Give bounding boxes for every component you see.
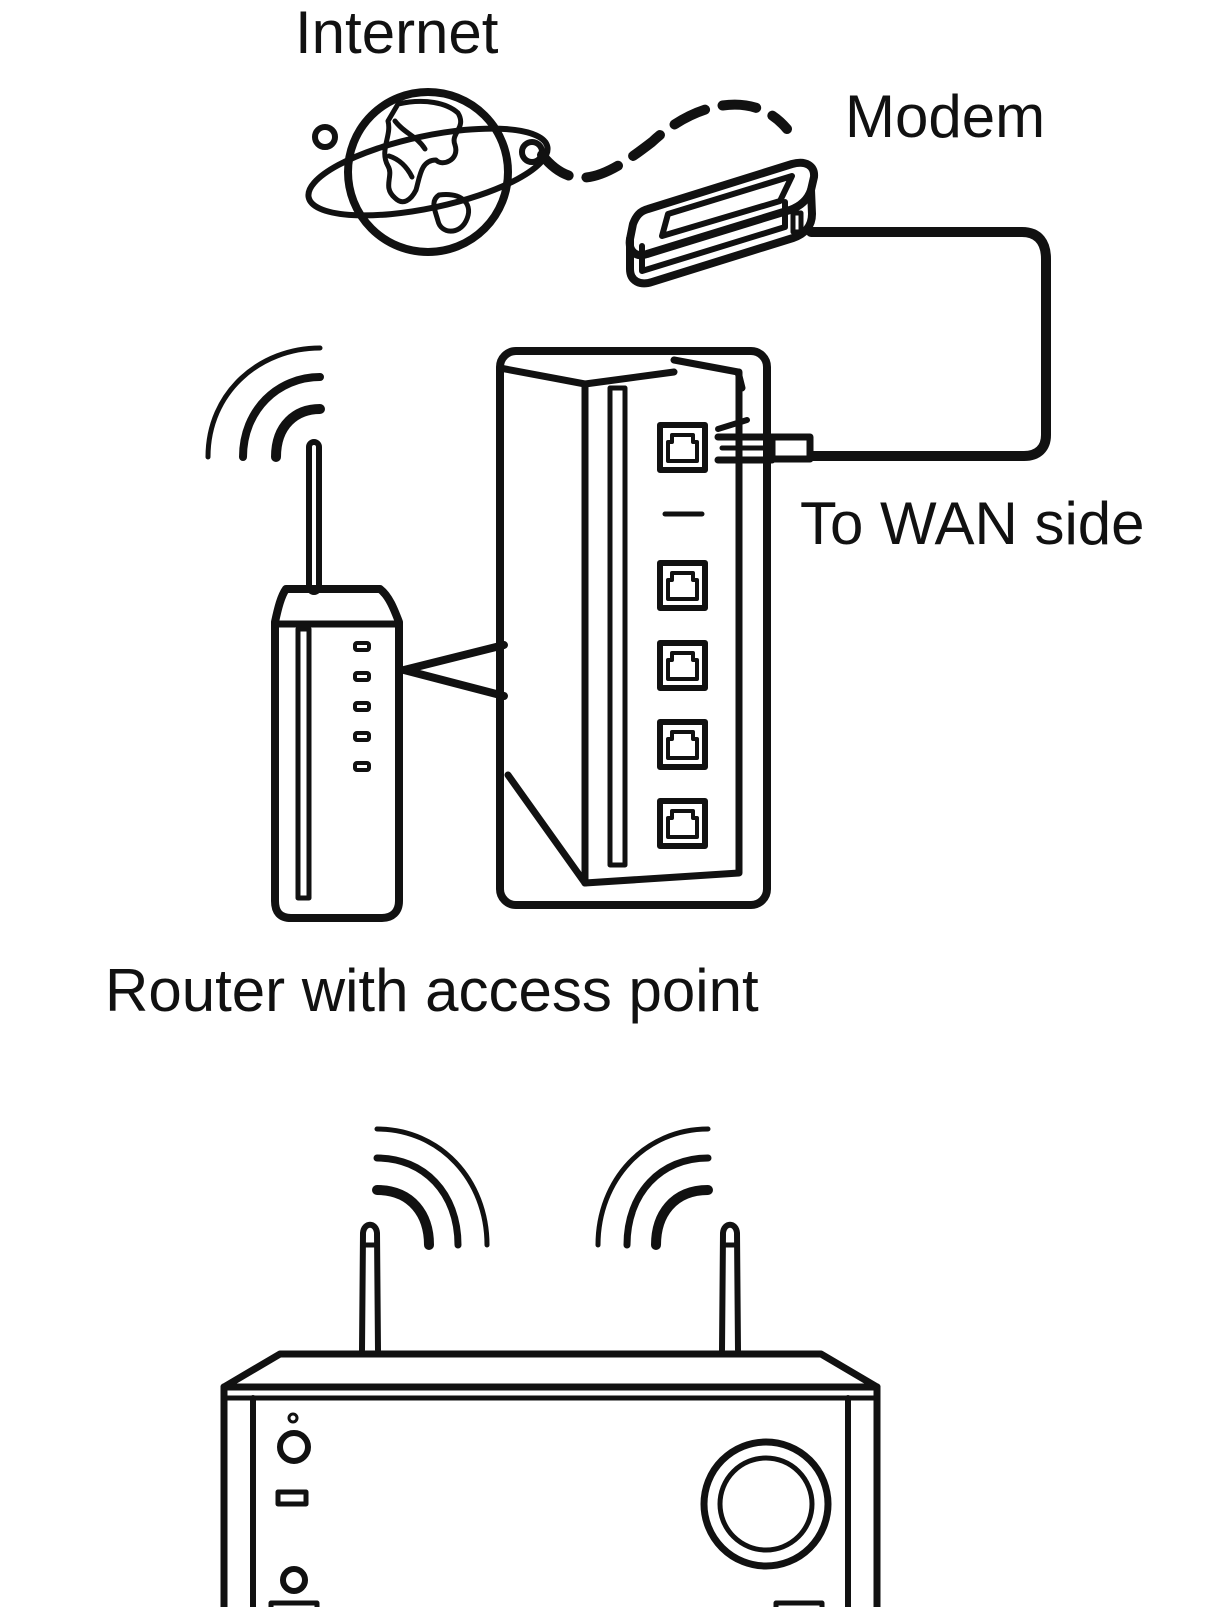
lan-port-2 xyxy=(657,640,708,691)
wan-port xyxy=(657,422,708,473)
wifi-waves-icon xyxy=(205,345,325,462)
router-label: Router with access point xyxy=(105,957,759,1024)
lan-port-4 xyxy=(657,798,708,849)
globe-icon xyxy=(305,88,551,256)
receiver-wifi-right-icon xyxy=(595,1126,713,1250)
router-icon xyxy=(271,439,403,922)
modem-icon xyxy=(625,158,819,288)
callout-pointer xyxy=(400,641,508,700)
wan-label: To WAN side xyxy=(800,490,1145,557)
wan-cable xyxy=(806,227,1051,461)
modem-label: Modem xyxy=(845,83,1045,150)
receiver-wifi-left-icon xyxy=(372,1126,490,1250)
receiver-icon xyxy=(220,1221,881,1607)
ethernet-plug-icon xyxy=(714,417,814,464)
lan-port-3 xyxy=(657,719,708,770)
lan-port-1 xyxy=(657,560,708,611)
internet-link xyxy=(537,99,792,183)
router-back-panel xyxy=(496,347,771,909)
internet-label: Internet xyxy=(295,0,499,66)
